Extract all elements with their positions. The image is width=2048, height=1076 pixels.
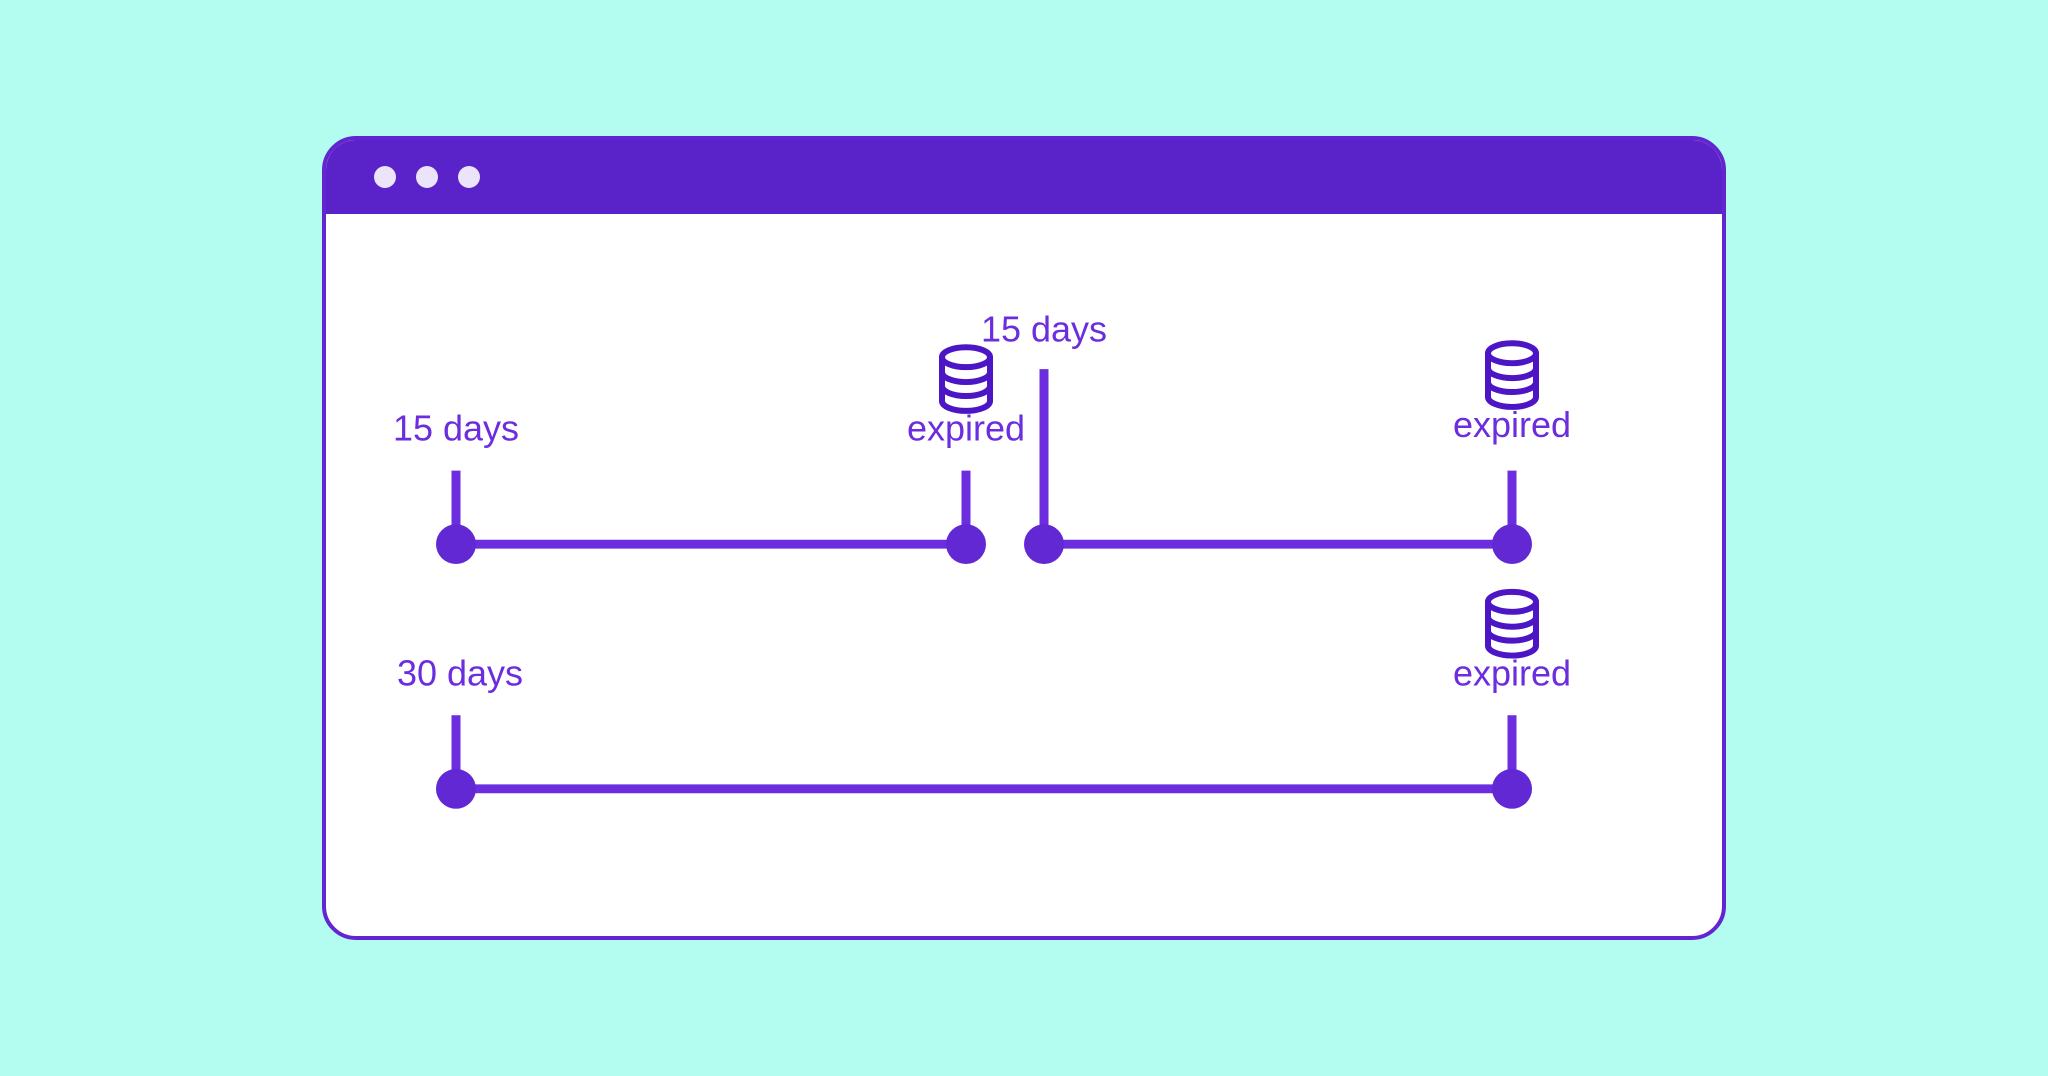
start-duration-label: 30 days [397, 653, 523, 693]
timeline-row-2-segment-1[interactable]: 30 days expired [397, 588, 1571, 809]
browser-window: 15 days expired [322, 136, 1726, 940]
database-icon [1485, 340, 1539, 410]
database-icon [939, 344, 993, 414]
start-duration-label: 15 days [981, 309, 1107, 349]
end-state-label: expired [1453, 653, 1571, 693]
minimize-dot-icon[interactable] [416, 166, 438, 188]
close-dot-icon[interactable] [374, 166, 396, 188]
end-state-label: expired [1453, 405, 1571, 445]
timeline-row-1-segment-1[interactable]: 15 days expired [393, 344, 1025, 565]
database-icon [1485, 588, 1539, 659]
end-node[interactable] [946, 524, 986, 565]
start-node[interactable] [1024, 524, 1064, 565]
maximize-dot-icon[interactable] [458, 166, 480, 188]
end-state-label: expired [907, 409, 1025, 449]
start-duration-label: 15 days [393, 409, 519, 449]
diagram-canvas: 15 days expired [326, 214, 1722, 936]
timeline-row-1-segment-2[interactable]: 15 days expired [981, 309, 1571, 565]
end-node[interactable] [1492, 768, 1532, 809]
window-title-bar [326, 140, 1722, 214]
end-node[interactable] [1492, 524, 1532, 565]
start-node[interactable] [436, 768, 476, 809]
timeline-diagram: 15 days expired [393, 309, 1571, 809]
start-node[interactable] [436, 524, 476, 565]
